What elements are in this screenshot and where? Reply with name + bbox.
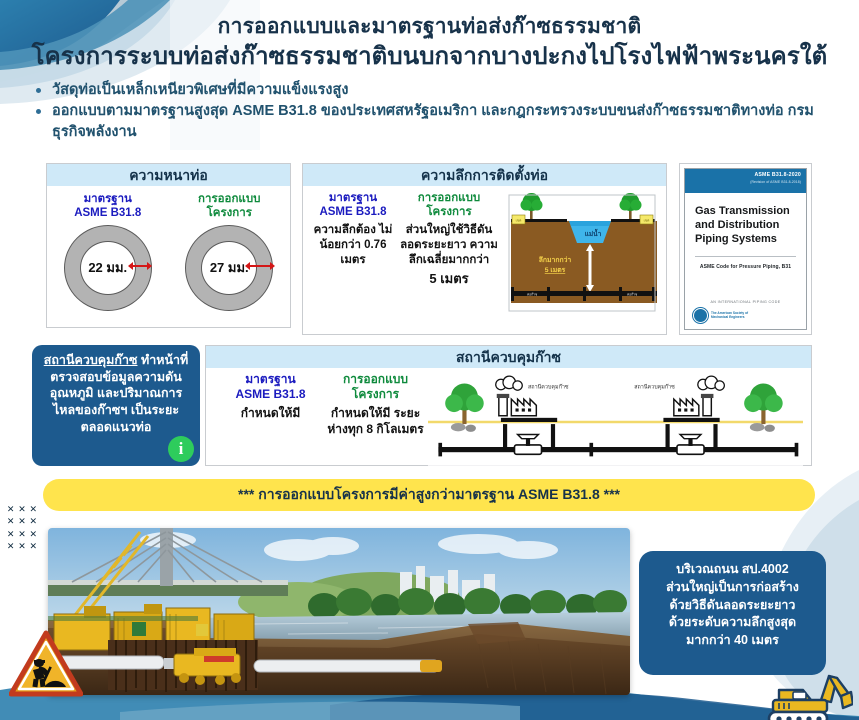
roadwork-warning-sign-icon xyxy=(9,630,83,698)
station-standard-column: มาตรฐาน ASME B31.8 กำหนดให้มี xyxy=(218,372,323,462)
header-bullet-item: วัสดุท่อเป็นเหล็กเหนียวพิเศษที่มีความแข็… xyxy=(30,80,820,101)
gas-control-station-body: มาตรฐาน ASME B31.8 กำหนดให้มี การออกแบบ … xyxy=(206,368,811,466)
panel-gas-control-station-heading: สถานีควบคุมก๊าซ xyxy=(206,346,811,368)
depth-project-value: 5 เมตร xyxy=(429,270,469,286)
page-title-line1: การออกแบบและมาตรฐานท่อส่งก๊าซธรรมชาติ xyxy=(217,15,642,38)
info-icon: i xyxy=(168,436,194,462)
tree-icon xyxy=(744,383,783,432)
excavator-icon xyxy=(763,666,853,720)
depth-standard-label: มาตรฐาน ASME B31.8 xyxy=(319,192,387,219)
asme-book-subtitle: ASME Code for Pressure Piping, B31 xyxy=(699,264,792,271)
x-mark-icon: ✕ xyxy=(6,503,15,514)
note-road-line: มากกว่า 40 เมตร xyxy=(686,633,779,647)
asme-book-title: Gas Transmission and Distribution Piping… xyxy=(695,205,790,245)
pipe-bore-value: 27 มม. xyxy=(201,240,258,295)
gas-station-unit: สถานีควบคุมก๊าซ xyxy=(634,375,725,456)
x-mark-icon: ✕ xyxy=(18,541,26,552)
svg-text:เขต: เขต xyxy=(516,219,522,223)
header-bullet-list: วัสดุท่อเป็นเหล็กเหนียวพิเศษที่มีความแข็… xyxy=(30,80,820,143)
svg-text:ท่อก๊าซ: ท่อก๊าซ xyxy=(627,292,638,297)
tree-icon xyxy=(445,383,484,432)
gas-station-unit: สถานีควบคุมก๊าซ xyxy=(495,375,569,456)
x-mark-icon: ✕ xyxy=(29,541,38,552)
note-gas-control-station-function: สถานีควบคุมก๊าซ ทำหน้าที่ตรวจสอบข้อมูลคว… xyxy=(32,345,200,466)
asme-book-revision: (Revision of ASME B31.8-2018) xyxy=(750,180,801,184)
depth-standard-column: มาตรฐาน ASME B31.8 ความลึกต้อง ไม่น้อยกว… xyxy=(309,191,397,315)
panel-installation-depth-heading: ความลึกการติดตั้งท่อ xyxy=(303,164,666,186)
header-bullet-item: ออกแบบตามมาตรฐานสูงสุด ASME B31.8 ของประ… xyxy=(30,101,820,143)
svg-text:สถานีควบคุมก๊าซ: สถานีควบคุมก๊าซ xyxy=(634,384,675,391)
header: การออกแบบและมาตรฐานท่อส่งก๊าซธรรมชาติ โค… xyxy=(0,14,859,143)
svg-text:ท่อก๊าซ: ท่อก๊าซ xyxy=(527,292,538,297)
bullet-dot-icon xyxy=(36,109,41,115)
depth-project-text: ส่วนใหญ่ใช้วิธีดัน ลอดระยะยาว ความลึกเฉล… xyxy=(400,223,498,266)
asme-logo-text: The American Society of Mechanical Engin… xyxy=(711,310,749,319)
station-project-text: กำหนดให้มี ระยะห่างทุก 8 กิโลเมตร xyxy=(327,406,424,436)
gas-control-station-diagram: สถานีควบคุมก๊าซ xyxy=(428,372,803,466)
asme-book-header-band: ASME B31.8-2020 (Revision of ASME B31.8-… xyxy=(685,169,806,193)
thickness-arrow-icon xyxy=(245,261,276,270)
panel-gas-control-station: สถานีควบคุมก๊าซ มาตรฐาน ASME B31.8 กำหนด… xyxy=(205,345,812,466)
pipe-thickness-labels: มาตรฐาน ASME B31.8 การออกแบบ โครงการ xyxy=(47,192,290,221)
panel-pipe-thickness: ความหนาท่อ มาตรฐาน ASME B31.8 การออกแบบ … xyxy=(46,163,291,328)
x-mark-icon: ✕ xyxy=(29,528,38,539)
x-mark-icon: ✕ xyxy=(29,503,38,514)
x-mark-icon: ✕ xyxy=(18,528,26,539)
trench-cross-section-diagram: เขต เขต แม xyxy=(507,191,657,315)
header-bullet-text: ออกแบบตามมาตรฐานสูงสุด ASME B31.8 ของประ… xyxy=(52,103,814,141)
note-station-rest-text: ทำหน้าที่ตรวจสอบข้อมูลความดัน อุณหภูมิ แ… xyxy=(49,353,189,434)
divider xyxy=(695,256,796,258)
asme-book-footer: AN INTERNATIONAL PIPING CODE The America… xyxy=(685,300,806,323)
note-road-line: ส่วนใหญ่เป็นการก่อสร้าง xyxy=(666,579,799,594)
note-station-underlined-term: สถานีควบคุมก๊าซ xyxy=(43,353,138,367)
decorative-x-grid: ✕ ✕ ✕ ✕ ✕ ✕ ✕ ✕ ✕ ✕ ✕ ✕ xyxy=(5,503,39,553)
pipe-thickness-project-label: การออกแบบ โครงการ xyxy=(198,193,261,220)
asme-seal-icon xyxy=(693,308,708,323)
note-road-line: ด้วยวิธีดันลอดระยะยาว xyxy=(669,597,796,612)
svg-text:เขต: เขต xyxy=(644,219,650,223)
station-standard-label: มาตรฐาน ASME B31.8 xyxy=(235,372,306,401)
x-mark-icon: ✕ xyxy=(18,516,26,527)
note-road-construction: บริเวณถนน สป.4002 ส่วนใหญ่เป็นการก่อสร้า… xyxy=(639,551,826,675)
page-title-line2: โครงการระบบท่อส่งก๊าซธรรมชาติบนบกจากบางป… xyxy=(31,43,828,71)
x-mark-icon: ✕ xyxy=(6,516,15,527)
bullet-dot-icon xyxy=(36,88,41,94)
asme-logo: The American Society of Mechanical Engin… xyxy=(693,308,806,323)
svg-text:สถานีควบคุมก๊าซ: สถานีควบคุมก๊าซ xyxy=(528,384,569,391)
depth-project-label: การออกแบบ โครงการ xyxy=(417,192,481,219)
installation-depth-body: มาตรฐาน ASME B31.8 ความลึกต้อง ไม่น้อยกว… xyxy=(303,186,666,315)
svg-text:แม่น้ำ: แม่น้ำ xyxy=(585,228,602,238)
asme-book-cover: ASME B31.8-2020 (Revision of ASME B31.8-… xyxy=(684,168,807,330)
pipe-cross-section-group: 22 มม. 27 มม. xyxy=(47,224,290,311)
note-road-line: ด้วยระดับความลึกสูงสุด xyxy=(668,615,797,630)
pipe-bore-value: 22 มม. xyxy=(79,240,136,295)
panel-installation-depth: ความลึกการติดตั้งท่อ มาตรฐาน ASME B31.8 … xyxy=(302,163,667,335)
svg-text:5 เมตร: 5 เมตร xyxy=(545,267,566,274)
x-mark-icon: ✕ xyxy=(6,541,15,552)
panel-pipe-thickness-heading: ความหนาท่อ xyxy=(47,164,290,186)
svg-text:ลึกมากกว่า: ลึกมากกว่า xyxy=(539,256,572,264)
panel-asme-code-book: ASME B31.8-2020 (Revision of ASME B31.8-… xyxy=(679,163,812,335)
asme-book-footer-text: AN INTERNATIONAL PIPING CODE xyxy=(710,300,781,304)
construction-illustration xyxy=(48,528,630,695)
x-mark-icon: ✕ xyxy=(6,528,15,539)
header-bullet-text: วัสดุท่อเป็นเหล็กเหนียวพิเศษที่มีความแข็… xyxy=(52,82,349,99)
x-mark-icon: ✕ xyxy=(18,503,26,514)
highlight-banner: *** การออกแบบโครงการมีค่าสูงกว่ามาตรฐาน … xyxy=(43,479,815,511)
depth-project-column: การออกแบบ โครงการ ส่วนใหญ่ใช้วิธีดัน ลอด… xyxy=(397,191,501,315)
pipe-thickness-standard-label: มาตรฐาน ASME B31.8 xyxy=(74,193,142,220)
x-mark-icon: ✕ xyxy=(29,516,38,527)
pipe-cross-section-project: 27 มม. xyxy=(181,224,277,311)
highlight-banner-text: *** การออกแบบโครงการมีค่าสูงกว่ามาตรฐาน … xyxy=(238,486,620,502)
depth-standard-text: ความลึกต้อง ไม่น้อยกว่า 0.76 เมตร xyxy=(313,223,393,266)
station-project-label: การออกแบบ โครงการ xyxy=(342,372,409,401)
thickness-arrow-icon xyxy=(127,261,152,270)
note-road-line: บริเวณถนน สป.4002 xyxy=(676,562,789,576)
station-project-column: การออกแบบ โครงการ กำหนดให้มี ระยะห่างทุก… xyxy=(323,372,428,462)
station-standard-text: กำหนดให้มี xyxy=(240,406,301,420)
pipe-cross-section-standard: 22 มม. xyxy=(60,224,156,311)
asme-book-code: ASME B31.8-2020 xyxy=(754,172,801,178)
